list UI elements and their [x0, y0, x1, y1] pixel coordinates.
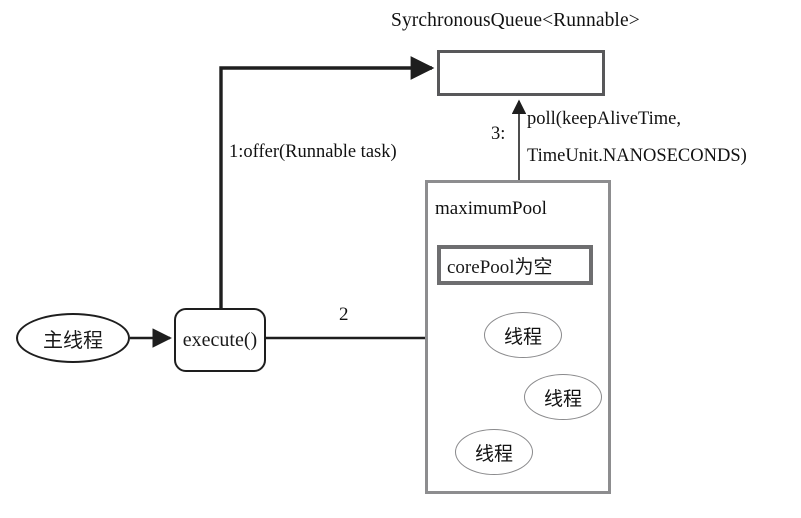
edge-label-poll-line1: poll(keepAliveTime, [527, 109, 681, 129]
thread-ellipse-3: 线程 [455, 429, 533, 475]
thread-label-1: 线程 [503, 326, 542, 348]
maximum-pool-label: maximumPool [435, 198, 547, 219]
edge-label-poll-line2: TimeUnit.NANOSECONDS) [527, 146, 747, 166]
core-pool-label: corePool为空 [447, 256, 553, 278]
execute-node: execute() [174, 308, 266, 372]
queue-contents [440, 53, 602, 93]
main-thread-ellipse: 主线程 [16, 313, 130, 363]
edge-label-poll-number: 3: [491, 124, 506, 144]
main-thread-label: 主线程 [43, 329, 103, 352]
thread-label-2: 线程 [543, 388, 582, 410]
edge-label-offer: 1:offer(Runnable task) [229, 142, 397, 162]
thread-label-3: 线程 [474, 443, 513, 465]
thread-ellipse-2: 线程 [524, 374, 602, 420]
edge-label-step2: 2 [339, 304, 349, 325]
thread-ellipse-1: 线程 [484, 312, 562, 358]
synchronous-queue-box [437, 50, 605, 96]
core-pool-box: corePool为空 [437, 245, 593, 285]
queue-title: SyrchronousQueue<Runnable> [391, 10, 640, 31]
execute-label: execute() [182, 328, 258, 351]
connector-offer [219, 56, 435, 308]
